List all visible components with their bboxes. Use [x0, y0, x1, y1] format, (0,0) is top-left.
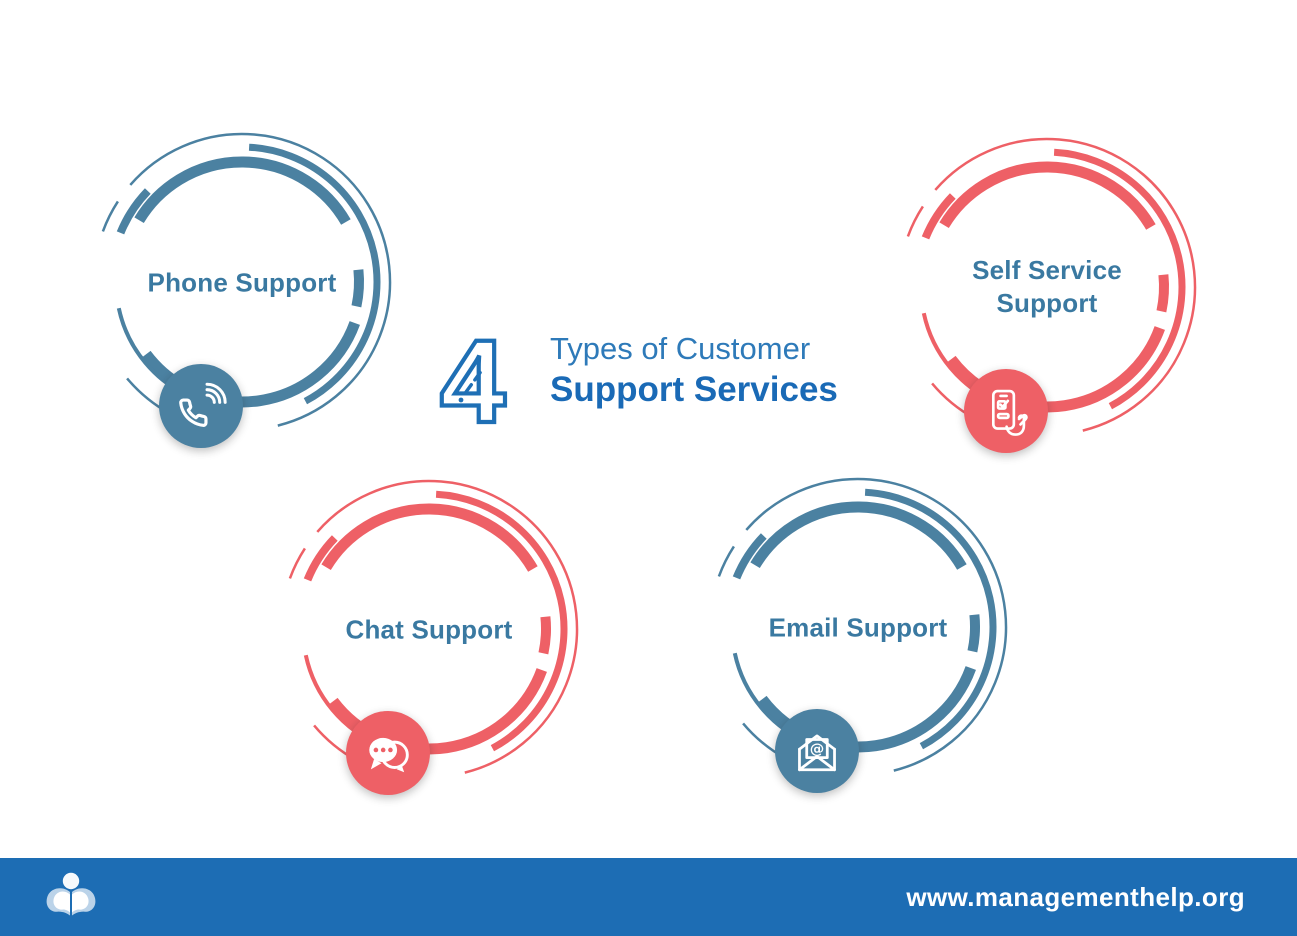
chat-support-label: Chat Support — [345, 614, 513, 645]
phone-support-label: Phone Support — [147, 267, 337, 298]
footer-url: www.managementhelp.org — [906, 881, 1245, 912]
hand-holding-phone-icon — [991, 389, 1028, 436]
reader-open-book-logo — [46, 872, 96, 916]
chat-support-circle: Chat Support — [269, 471, 589, 795]
phone-icon-badge — [159, 364, 243, 448]
email-support-circle: Email Support @ — [698, 469, 1018, 793]
title-line-2: Support Services — [550, 369, 838, 409]
open-envelope-at-icon: @ — [798, 734, 836, 772]
self-service-support-circle: Self Service Support — [887, 129, 1207, 453]
email-icon-badge: @ — [775, 709, 859, 793]
title-block: 4 Types of Customer Support Services — [436, 314, 838, 450]
phone-support-circle: Phone Support — [82, 124, 402, 448]
chat-bubbles-icon — [369, 737, 409, 773]
chat-icon-badge — [346, 711, 430, 795]
title-line-1: Types of Customer — [550, 331, 811, 366]
self-service-support-label: Self Service Support — [972, 254, 1122, 318]
number-accent-dot — [458, 397, 464, 403]
number-accent-dash — [464, 368, 484, 394]
email-support-label: Email Support — [768, 612, 948, 643]
big-number-four: 4 — [438, 314, 508, 450]
footer-bar: www.managementhelp.org — [0, 858, 1297, 936]
self-service-icon-badge — [964, 369, 1048, 453]
svg-text:@: @ — [810, 741, 825, 757]
number-four-outline: 4 — [440, 316, 506, 448]
phone-handset-waves-icon — [179, 382, 227, 427]
